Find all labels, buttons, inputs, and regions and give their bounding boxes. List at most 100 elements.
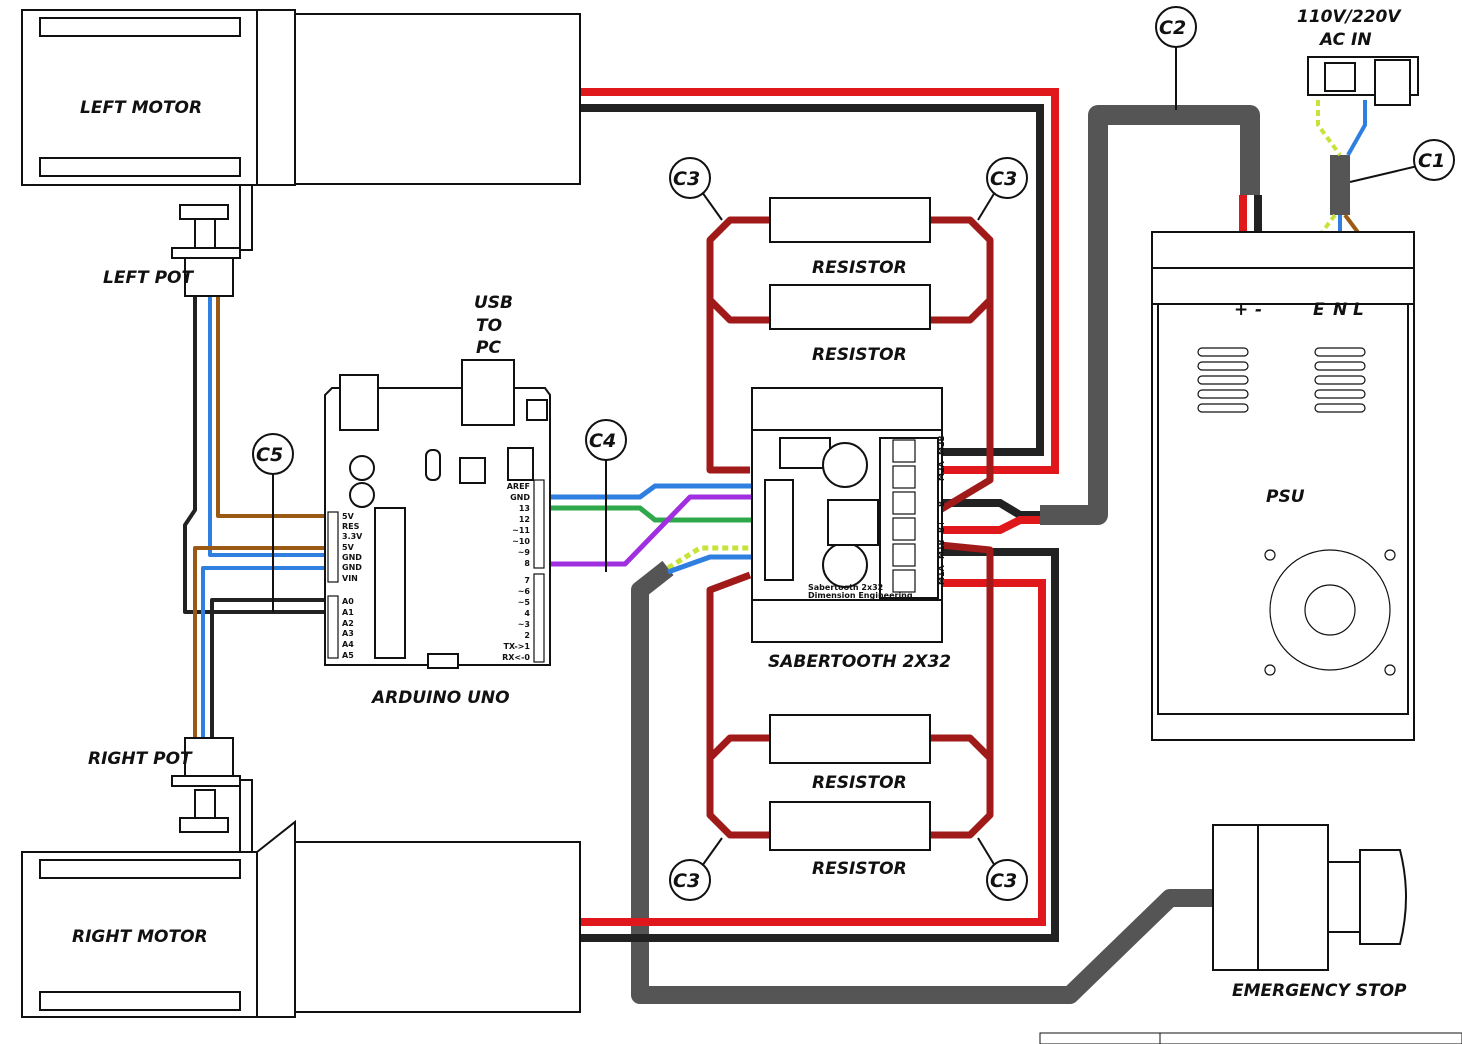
emergency-stop-label: EMERGENCY STOP [1232,981,1407,1001]
terminal-label: M1A [937,564,946,585]
psu-terminal-l: L [1353,300,1364,320]
right-motor-label: RIGHT MOTOR [72,927,208,947]
right-pot: RIGHT POT [88,737,241,787]
psu-vents-left [1197,347,1249,413]
pin-label: RES [342,522,360,531]
resistor-label: RESISTOR [812,773,907,793]
cable-emergency-stop [631,560,1215,1004]
left-motor-label: LEFT MOTOR [80,98,202,118]
pin-label: 8 [524,559,530,568]
cable-c2 [1040,105,1260,525]
psu-terminal-plus: + [1234,300,1248,320]
pin-label: ~9 [518,548,531,557]
arduino-label: ARDUINO UNO [370,688,510,708]
svg-text:C2: C2 [1159,17,1186,39]
pin-label: A2 [342,619,354,628]
arduino-uno: 5V RES 3.3V 5V GND GND VIN A0 A1 A2 A3 A… [324,359,551,708]
title-block-edge [1039,1032,1462,1044]
svg-text:C1: C1 [1418,150,1445,172]
pot-wires-c5 [183,295,330,740]
callout-c5: C5 [252,433,294,612]
pin-label: RX<-0 [502,653,530,662]
callout-c1: C1 [1349,139,1455,183]
psu-label: PSU [1266,487,1305,507]
arduino-power-header: 5V RES 3.3V 5V GND GND VIN [327,511,363,583]
resistor-bottom-2: RESISTOR [769,801,931,879]
pin-label: 7 [524,576,530,585]
cable-c1 [1330,155,1350,215]
right-pot-label: RIGHT POT [88,749,193,769]
svg-text:C3: C3 [990,168,1017,190]
resistor-label: RESISTOR [812,258,907,278]
pin-label: 13 [519,504,530,513]
left-pot-label: LEFT POT [103,268,194,288]
callout-c3-bottom-left: C3 [669,837,723,901]
pin-label: ~6 [518,587,531,596]
sabertooth-brand: Sabertooth 2x32 [808,583,883,592]
psu-vents-right [1314,347,1366,413]
pin-label: A4 [342,640,354,649]
resistor-label: RESISTOR [812,859,907,879]
resistor-bottom-1: RESISTOR [769,714,931,793]
pin-label: ~3 [518,620,530,629]
pin-label: ~10 [512,537,530,546]
resistor-label: RESISTOR [812,345,907,365]
pin-label: A3 [342,629,354,638]
sabertooth-label: SABERTOOTH 2X32 [768,652,951,672]
svg-text:C5: C5 [256,444,283,466]
pin-label: 4 [524,609,530,618]
psu: + - E N L PSU [1151,231,1415,741]
psu-terminal-minus: - [1255,300,1262,320]
svg-text:C3: C3 [673,168,700,190]
callout-c4: C4 [585,419,627,572]
ac-inlet: 110V/220V AC IN [1297,7,1419,106]
pin-label: 5V [342,512,355,521]
callout-c3-bottom-right: C3 [977,837,1028,901]
pin-label: 3.3V [342,532,363,541]
ac-in-label-line2: AC IN [1318,30,1372,50]
terminal-label: B+ [937,520,946,533]
resistor-wires-top [706,216,994,514]
psu-terminal-labels: + - E N L [1234,300,1364,320]
pin-label: A0 [342,597,354,606]
usb-to-pc-label: USB TO PC [474,293,513,358]
psu-terminal-e: E [1313,300,1325,320]
terminal-label: M2A [937,460,946,481]
arduino-digital-header-upper: AREF GND 13 12 ~11 ~10 ~9 8 [507,479,545,569]
sabertooth-terminals: M2B M2A B- B+ M1B M1A [892,435,946,593]
callout-c2: C2 [1155,6,1197,110]
resistor-wires-bottom [706,541,994,839]
emergency-stop: EMERGENCY STOP [1212,824,1407,1001]
sabertooth-2x32: M2B M2A B- B+ M1B M1A Sabertooth 2x32 Di… [751,387,951,672]
sabertooth-maker: Dimension Engineering [808,591,913,600]
pin-label: TX->1 [503,642,530,651]
pin-label: ~11 [512,526,530,535]
svg-text:C3: C3 [990,870,1017,892]
callout-c3-top-right: C3 [977,157,1028,221]
resistor-top-2: RESISTOR [769,284,931,365]
pin-label: VIN [342,574,358,583]
pin-label: AREF [507,482,530,491]
svg-text:C4: C4 [589,430,616,452]
pin-label: ~5 [518,598,531,607]
ac-in-label-line1: 110V/220V [1297,7,1402,27]
terminal-label: B- [937,498,946,507]
pin-label: 12 [519,515,530,524]
psu-terminal-n: N [1333,300,1347,320]
terminal-label: M1B [937,539,946,559]
pin-label: A1 [342,608,354,617]
terminal-label: M2B [937,435,946,455]
svg-text:C3: C3 [673,870,700,892]
left-motor: LEFT MOTOR [21,9,581,251]
arduino-digital-header-lower: 7 ~6 ~5 4 ~3 2 TX->1 RX<-0 [502,573,545,663]
pin-label: GND [342,553,362,562]
signal-wires-c4 [540,483,758,575]
psu-fan-icon [1264,549,1396,676]
pin-label: GND [510,493,530,502]
pin-label: 5V [342,543,355,552]
usb-label-line3: PC [476,338,501,358]
usb-label-line2: TO [476,316,502,336]
callout-c3-top-left: C3 [669,157,723,221]
left-pot: LEFT POT [103,247,241,297]
